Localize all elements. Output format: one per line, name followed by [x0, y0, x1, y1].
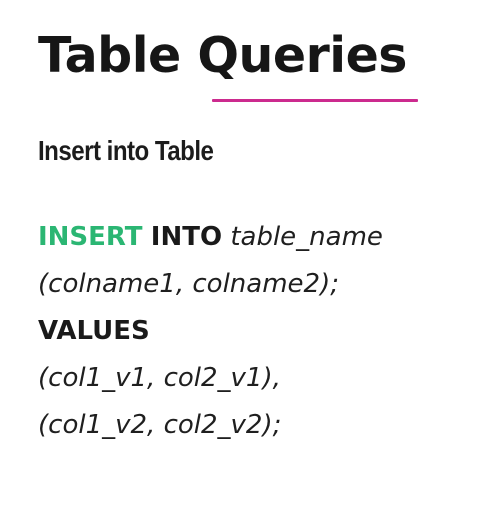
code-line-1: INSERT INTO table_name: [38, 214, 383, 261]
column-list: (colname1, colname2);: [38, 269, 339, 299]
table-name-placeholder: table_name: [230, 222, 383, 252]
code-line-2: (colname1, colname2);: [38, 261, 383, 308]
code-line-4: (col1_v1, col2_v1),: [38, 355, 383, 402]
code-line-3: VALUES: [38, 308, 383, 355]
section-heading: Insert into Table: [38, 135, 214, 166]
page-title: Table Queries: [38, 27, 407, 84]
values-row-1: (col1_v1, col2_v1),: [38, 363, 281, 393]
code-line-5: (col1_v2, col2_v2);: [38, 402, 383, 449]
title-underline: [212, 99, 418, 102]
sql-code-block: INSERT INTO table_name (colname1, colnam…: [38, 214, 383, 449]
keyword-values: VALUES: [38, 316, 150, 346]
keyword-insert: INSERT: [38, 222, 143, 252]
values-row-2: (col1_v2, col2_v2);: [38, 410, 282, 440]
keyword-into: INTO: [150, 222, 223, 252]
